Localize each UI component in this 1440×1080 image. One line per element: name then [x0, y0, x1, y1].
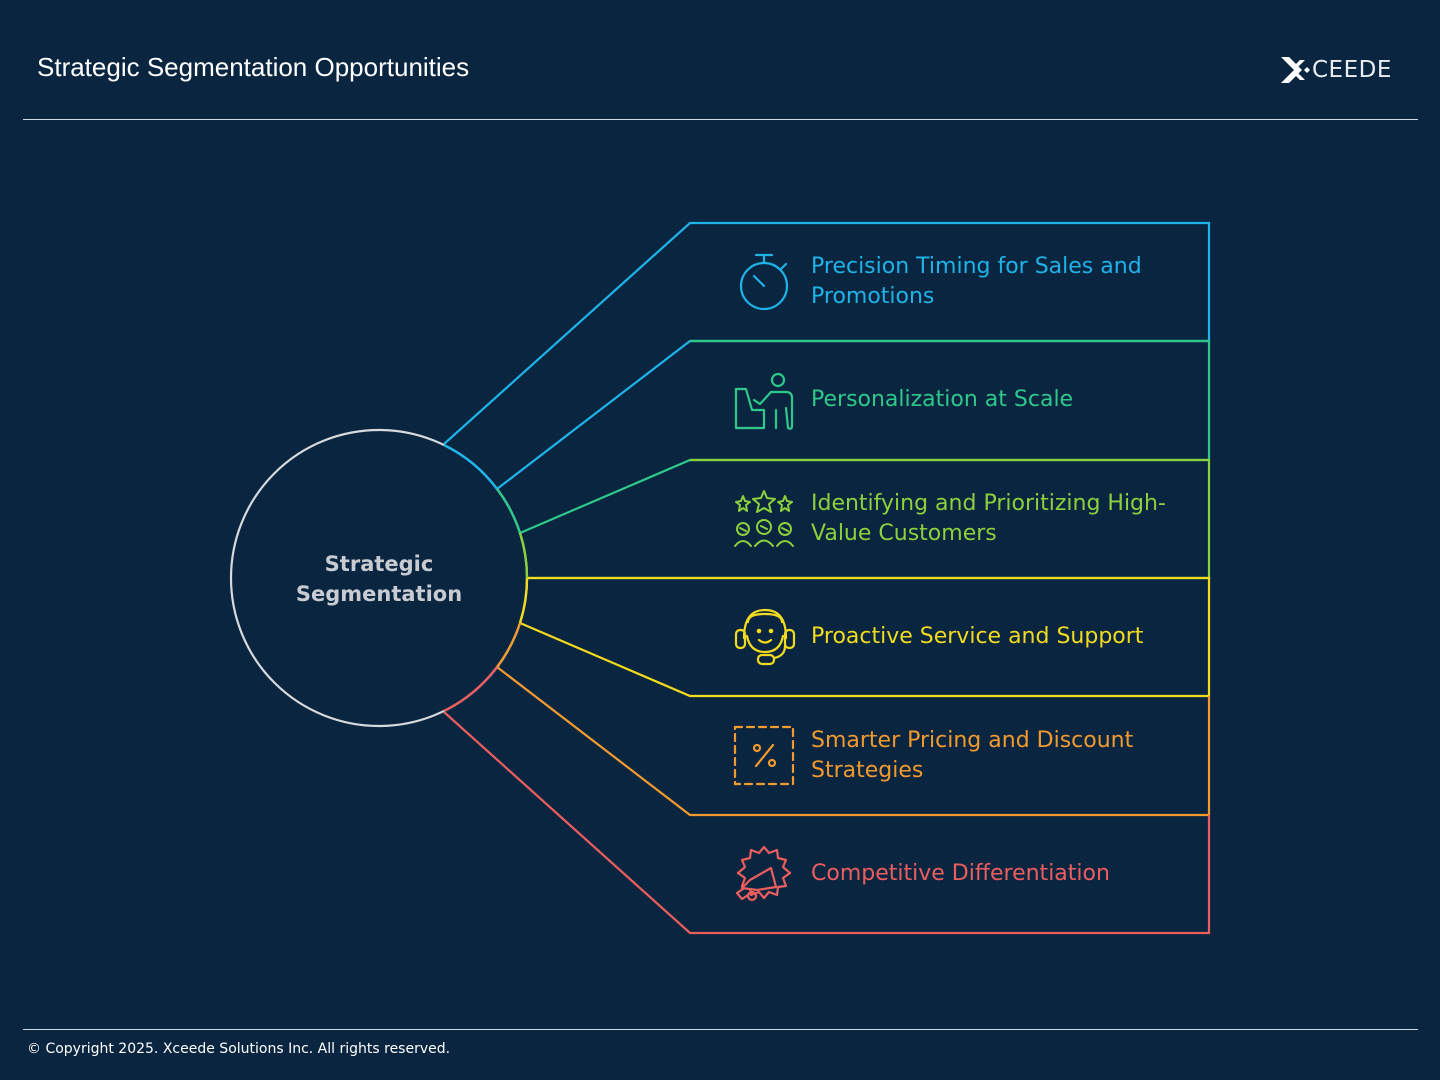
customer-rating-icon [734, 490, 794, 547]
xceede-logo: CEEDE [1280, 54, 1392, 86]
segment-label-smarter-pricing: Smarter Pricing and Discount Strategies [811, 728, 1134, 783]
logo-text: CEEDE [1312, 57, 1392, 83]
copyright-notice: © Copyright 2025. Xceede Solutions Inc. … [27, 1041, 451, 1057]
segment-outline-6 [443, 711, 1211, 935]
segment-label-high-value-customers: Identifying and Prioritizing High-Value … [811, 491, 1166, 546]
center-node-label: Strategic Segmentation [295, 552, 463, 606]
x-logo-mark-icon [1281, 57, 1310, 83]
headset-support-icon [734, 608, 796, 666]
segment-label-precision-timing: Precision Timing for Sales and Promotion… [811, 254, 1142, 309]
segment-label-proactive-service: Proactive Service and Support [811, 624, 1144, 649]
segment-outline-1 [443, 221, 1211, 490]
person-at-desk-icon [734, 372, 794, 430]
segment-outline-5 [496, 666, 1211, 817]
discount-percent-icon [733, 725, 795, 786]
circle-color-arcs [443, 443, 529, 713]
segment-label-competitive-differentiation: Competitive Differentiation [811, 861, 1110, 886]
segment-label-personalization: Personalization at Scale [811, 387, 1074, 412]
stopwatch-icon [739, 253, 789, 311]
header-divider [23, 119, 1418, 120]
megaphone-icon [735, 845, 792, 902]
footer-divider [23, 1029, 1418, 1030]
page-title: Strategic Segmentation Opportunities [37, 52, 470, 82]
